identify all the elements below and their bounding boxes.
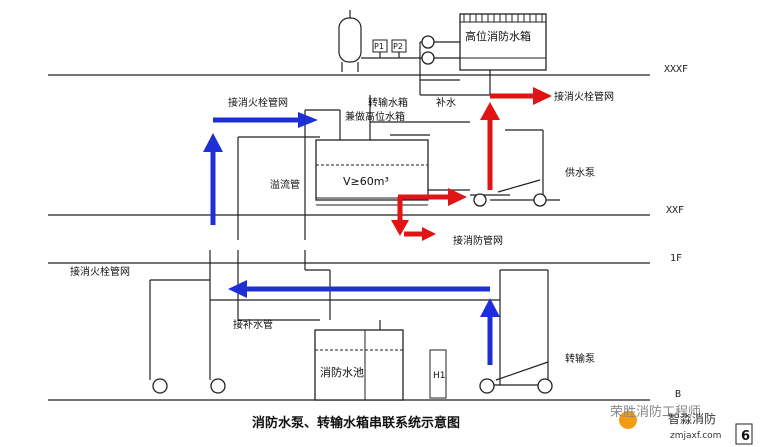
red-flow-arrows bbox=[391, 87, 552, 241]
supply-pump-1 bbox=[473, 193, 487, 207]
diagram-title: 消防水泵、转输水箱串联系统示意图 bbox=[252, 415, 460, 431]
lower-zone-pipes bbox=[149, 250, 549, 386]
overflow-label: 溢流管 bbox=[270, 178, 300, 191]
hydrant-pump-2 bbox=[210, 378, 226, 394]
blue-flow-arrows bbox=[203, 112, 500, 365]
page-number: 6 bbox=[741, 429, 750, 444]
fire-pool-label: 消防水池 bbox=[320, 365, 364, 379]
hydrant-top-left-label: 接消火栓管网 bbox=[228, 96, 288, 109]
volume-label: V≥60m³ bbox=[343, 175, 389, 188]
watermark-text-3: zmjaxf.com bbox=[670, 431, 721, 441]
makeup-water-label: 补水 bbox=[436, 96, 456, 109]
blue-lower-riser-head bbox=[480, 298, 500, 317]
blue-upper-horizontal-head bbox=[298, 112, 318, 128]
gauge-p1: P1 bbox=[372, 39, 388, 53]
h1-label: H1 bbox=[433, 371, 446, 381]
red-top-horizontal-head bbox=[533, 87, 552, 105]
high-tank-also-label: 兼做高位水箱 bbox=[345, 110, 405, 123]
page-box bbox=[735, 423, 753, 445]
transfer-pump-label: 转输泵 bbox=[565, 352, 595, 365]
watermark-text-1: 荣胜消防工程师 bbox=[610, 404, 701, 420]
upper-zone-pipes bbox=[237, 95, 560, 240]
fire-pool bbox=[314, 329, 404, 401]
level-basement: B bbox=[675, 389, 681, 400]
high-tank-label: 高位消防水箱 bbox=[465, 29, 531, 43]
transfer-pump-1 bbox=[479, 378, 495, 394]
transfer-tank bbox=[315, 139, 429, 206]
gauge-p2: P2 bbox=[391, 39, 407, 53]
high-fire-tank: 高位消防水箱 bbox=[459, 13, 547, 71]
roof-pump-upper bbox=[421, 35, 435, 49]
h1-dimension: H1 bbox=[429, 349, 447, 399]
level-roof: XXXF bbox=[664, 64, 688, 75]
gauge-p1-label: P1 bbox=[374, 42, 384, 51]
pressure-tank bbox=[338, 10, 362, 72]
red-bottom-horizontal-head bbox=[422, 227, 436, 241]
blue-lower-horizontal-head bbox=[228, 280, 247, 298]
red-riser-head bbox=[480, 102, 500, 120]
level-mid: XXF bbox=[666, 205, 684, 216]
watermark: 荣胜消防工程师 智淼消防 zmjaxf.com 6 bbox=[610, 404, 753, 445]
watermark-text-2: 智淼消防 bbox=[668, 411, 716, 426]
makeup-pipe-label: 接补水管 bbox=[233, 318, 273, 331]
hydrant-1f-label: 接消火栓管网 bbox=[70, 265, 130, 278]
watermark-logo-icon bbox=[619, 411, 637, 429]
roof-pump-lower bbox=[421, 51, 435, 65]
fire-pipe-network-label: 接消防管网 bbox=[453, 234, 503, 247]
gauge-p2-label: P2 bbox=[393, 42, 403, 51]
hydrant-pump-1 bbox=[152, 378, 168, 394]
supply-pump-label: 供水泵 bbox=[565, 166, 595, 179]
transfer-tank-label: 转输水箱 bbox=[368, 96, 408, 109]
transfer-pump-2 bbox=[537, 378, 553, 394]
hydrant-top-right-label: 接消火栓管网 bbox=[554, 90, 614, 103]
blue-upper-riser-head bbox=[203, 133, 223, 152]
supply-pump-2 bbox=[533, 193, 547, 207]
level-first: 1F bbox=[670, 253, 682, 264]
red-drop-head bbox=[391, 220, 409, 236]
red-mid-horizontal-head bbox=[448, 188, 467, 206]
